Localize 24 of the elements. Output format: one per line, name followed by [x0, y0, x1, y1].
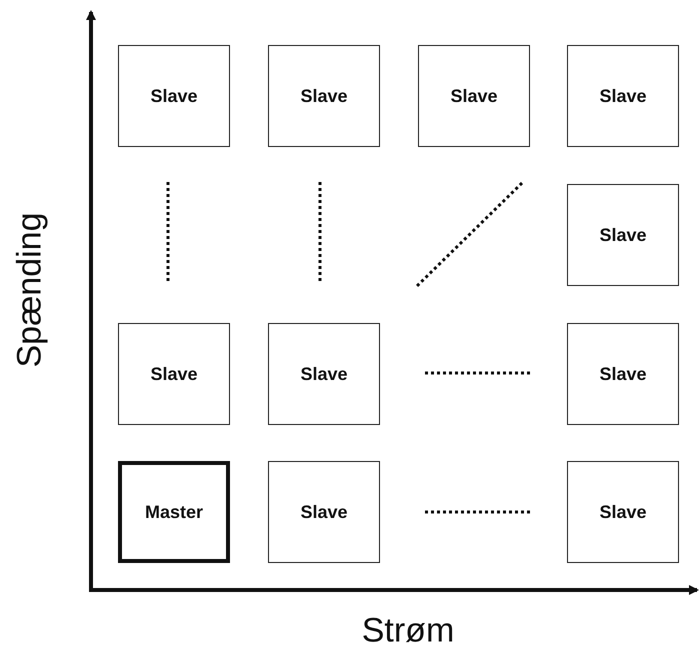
box-label: Master: [144, 502, 204, 522]
box-label: Slave: [599, 364, 647, 384]
slave-box: [268, 45, 380, 147]
box-label: Slave: [150, 364, 198, 384]
slave-box: [118, 323, 230, 425]
slave-box: [418, 45, 530, 147]
box-label: Slave: [599, 86, 647, 106]
slave-box: [268, 461, 380, 563]
box-label: Slave: [599, 502, 647, 522]
slave-box: [567, 184, 679, 286]
x-axis-title: Strøm: [362, 612, 454, 650]
box-label: Slave: [599, 224, 647, 246]
box-label: Slave: [300, 364, 348, 384]
slave-box: [268, 323, 380, 425]
slave-box: [567, 323, 679, 425]
master-box: [118, 461, 230, 563]
box-label: Slave: [450, 86, 498, 106]
y-axis-title: Spænding: [10, 212, 50, 368]
box-label: Slave: [300, 86, 348, 106]
slave-box: [567, 461, 679, 563]
slave-box: [567, 45, 679, 147]
box-label: Slave: [300, 502, 348, 522]
slave-box: [118, 45, 230, 147]
box-label: Slave: [150, 86, 198, 106]
